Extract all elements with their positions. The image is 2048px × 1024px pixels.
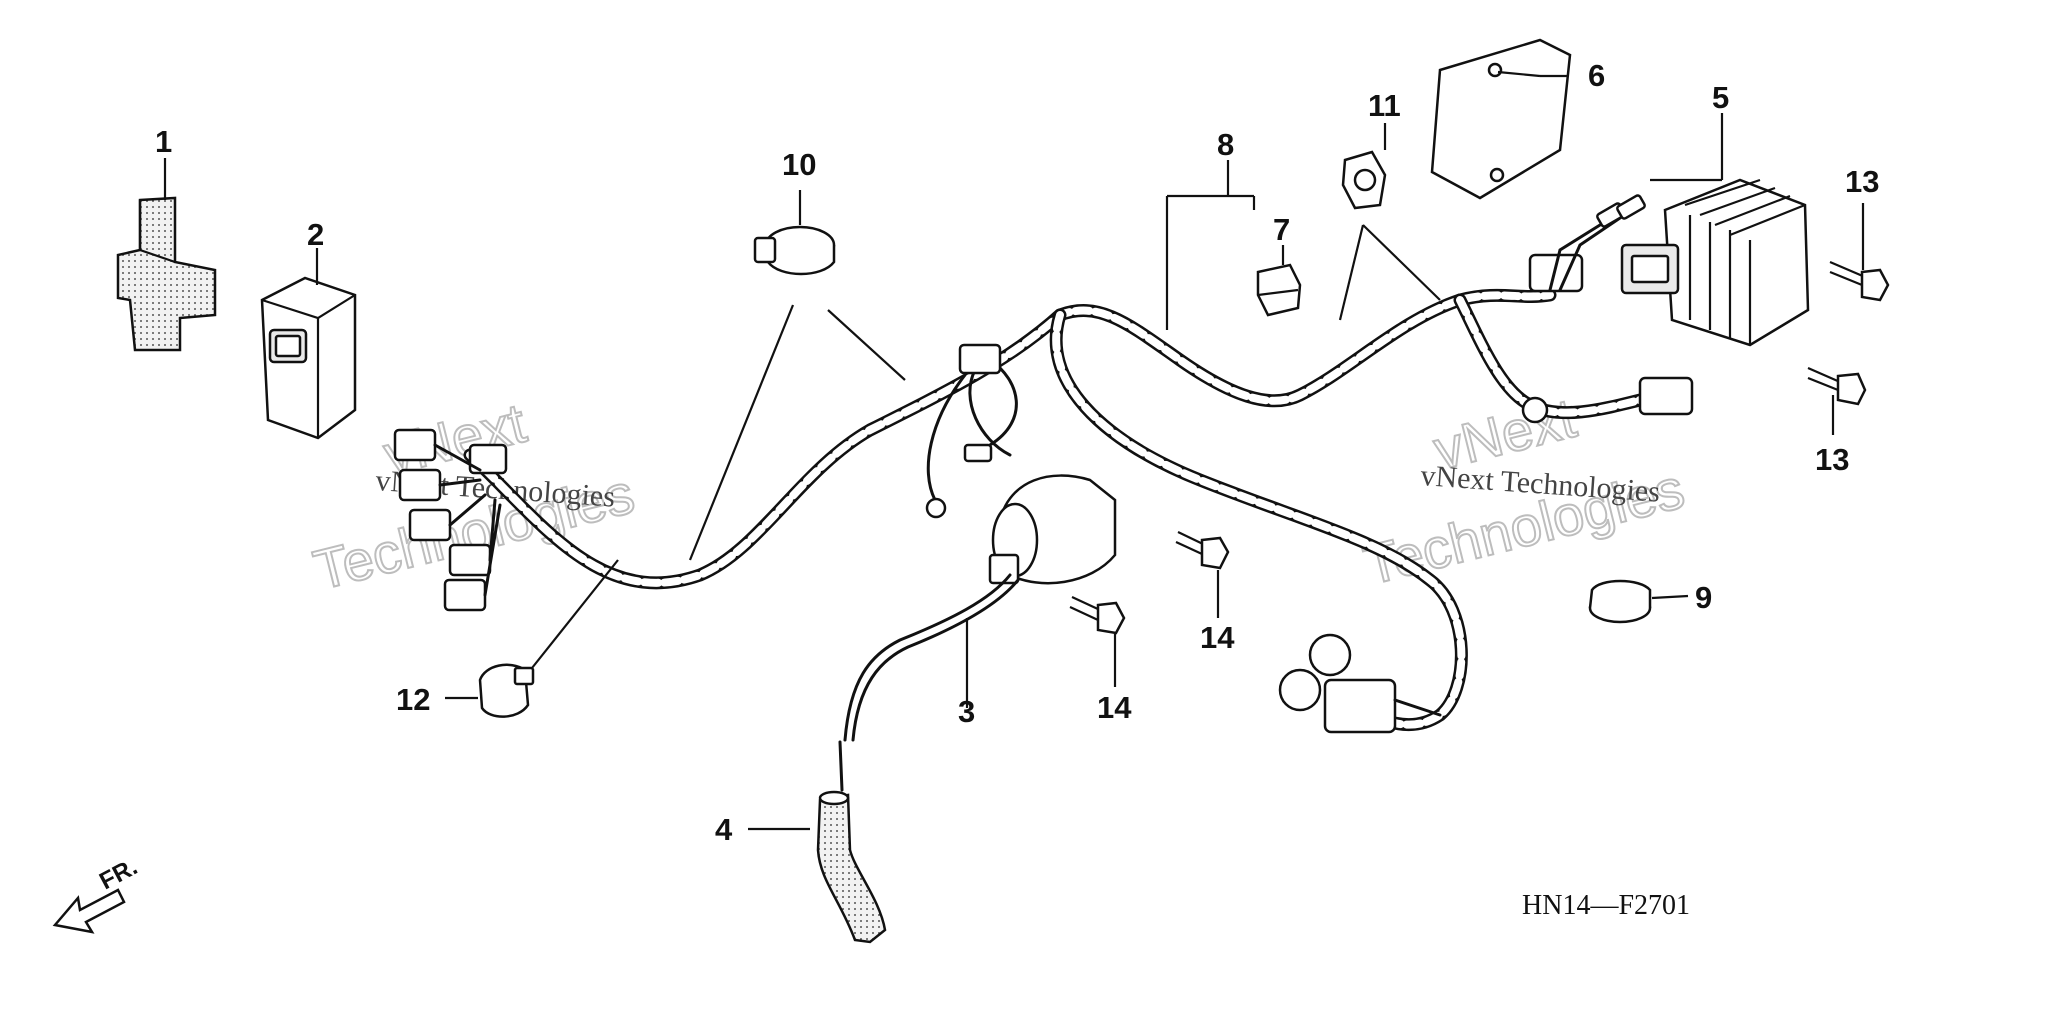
callout-4: 4 xyxy=(715,812,733,847)
grommet xyxy=(1521,396,1549,424)
part-9-band xyxy=(1588,579,1652,624)
part-11-clamp xyxy=(1341,150,1387,210)
callout-10: 10 xyxy=(782,147,816,182)
callout-12: 12 xyxy=(396,682,430,717)
front-label: FR. xyxy=(95,853,142,895)
part-3-ignition-coil xyxy=(843,474,1117,742)
leader-lines xyxy=(163,70,1865,831)
callout-8: 8 xyxy=(1217,127,1234,162)
callout-6: 6 xyxy=(1588,58,1605,93)
part-13-bolt-lower xyxy=(1807,366,1867,406)
ground-terminal-eye xyxy=(925,497,947,519)
harness-connector-lower xyxy=(1638,376,1694,416)
callout-11: 11 xyxy=(1368,88,1401,123)
part-4-plug-cap xyxy=(816,740,887,944)
callout-9: 9 xyxy=(1695,580,1712,615)
callout-14-right: 14 xyxy=(1200,620,1235,655)
bulb-sockets xyxy=(1278,633,1442,734)
callout-2: 2 xyxy=(307,217,324,252)
callout-14-left: 14 xyxy=(1097,690,1132,725)
part-5-regulator-rectifier xyxy=(1620,178,1810,347)
part-14-bolt-right xyxy=(1175,531,1230,570)
callout-3: 3 xyxy=(958,694,975,729)
part-14-bolt-left xyxy=(1069,596,1126,635)
part-2-control-unit xyxy=(260,276,357,440)
part-1-rubber-cover xyxy=(116,196,217,352)
callout-13-upper: 13 xyxy=(1845,164,1879,199)
branch-terminal xyxy=(963,443,993,463)
plate-hole-lower xyxy=(1489,167,1505,183)
callout-1: 1 xyxy=(155,124,172,159)
part-10-band-clip xyxy=(753,225,836,276)
main-wire-harness xyxy=(393,194,1694,734)
part-7-relay xyxy=(1256,263,1302,317)
callouts: 1 2 3 4 5 6 7 8 9 10 11 12 13 13 14 14 xyxy=(155,58,1879,847)
part-12-clamp xyxy=(478,663,535,718)
drawing-code: HN14—F2701 xyxy=(1522,890,1690,921)
part-6-plate xyxy=(1430,38,1572,200)
left-connector-cluster xyxy=(393,428,508,612)
callout-13-lower: 13 xyxy=(1815,442,1849,477)
plate-hole-upper xyxy=(1487,62,1503,78)
callout-5: 5 xyxy=(1712,80,1729,115)
harness-connector-upper xyxy=(1528,253,1584,293)
front-arrow-icon xyxy=(52,888,126,934)
part-13-bolt-upper xyxy=(1829,260,1890,302)
front-direction-marker: FR. xyxy=(52,853,142,934)
callout-7: 7 xyxy=(1273,212,1290,247)
junction-connector xyxy=(958,343,1002,375)
